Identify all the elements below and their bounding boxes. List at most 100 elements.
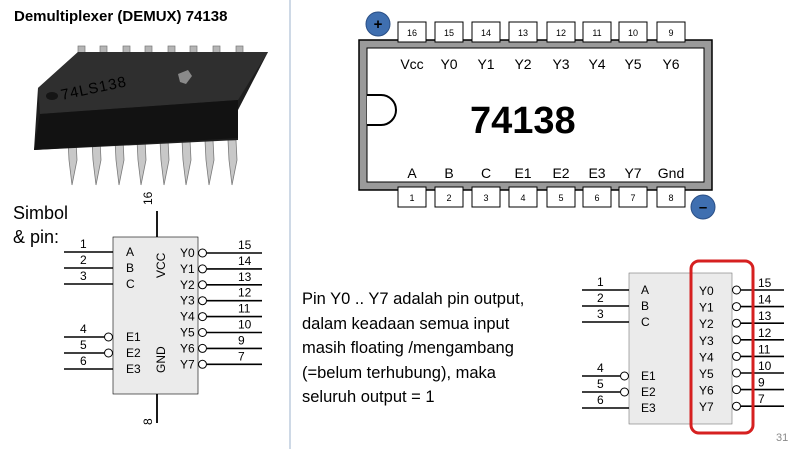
enable-label: E2: [641, 385, 656, 399]
inversion-bubble: [104, 348, 113, 358]
description-line-1: Pin Y0 .. Y7 adalah pin output,: [302, 290, 525, 308]
output-pin-number: 13: [238, 270, 252, 284]
chip-leg: [181, 139, 192, 186]
chip-leg: [114, 139, 125, 186]
enable-pin-number: 4: [597, 361, 604, 375]
output-label: Y5: [180, 326, 195, 340]
enable-label: E3: [126, 362, 141, 376]
pin-label-bottom: B: [444, 165, 453, 181]
chip-body-top: [38, 52, 268, 114]
pin-label-bottom: Gnd: [658, 165, 684, 181]
pin-box-top: [434, 21, 464, 43]
inversion-bubble: [732, 285, 741, 295]
pin-box-top: [471, 21, 501, 43]
symbol-right-box: [628, 272, 733, 425]
pin-label-bottom: A: [407, 165, 417, 181]
output-pin-number: 11: [238, 302, 251, 316]
simbol-pin-label: Simbol & pin:: [13, 201, 68, 249]
output-pin-number: 15: [758, 276, 772, 290]
gnd-pin-number: 8: [141, 418, 155, 425]
inversion-bubble: [732, 385, 741, 395]
input-label: C: [126, 277, 135, 291]
chip-leg: [227, 139, 238, 186]
output-label: Y4: [180, 310, 195, 324]
input-label: B: [126, 261, 134, 275]
pin-number-top: 10: [628, 28, 638, 38]
pin-box-top: [618, 21, 648, 43]
pin-number-top: 16: [407, 28, 417, 38]
inversion-bubble: [732, 318, 741, 328]
output-pin-number: 10: [238, 318, 252, 332]
description-line-2: dalam keadaan semua input: [302, 314, 510, 333]
inversion-bubble: [732, 335, 741, 345]
inversion-bubble: [198, 248, 207, 258]
enable-pin-number: 5: [80, 338, 87, 352]
output-label: Y3: [180, 294, 195, 308]
output-label: Y7: [180, 357, 195, 371]
pin-label-top: Y2: [514, 56, 531, 72]
inversion-bubble: [104, 332, 113, 342]
input-pin-number: 1: [597, 275, 604, 289]
enable-label: E1: [126, 330, 141, 344]
output-pin-number: 14: [238, 254, 252, 268]
pin-box-top: [397, 21, 427, 43]
minus-sign: –: [699, 199, 707, 216]
inversion-bubble: [732, 368, 741, 378]
pin-label-top: Y4: [588, 56, 605, 72]
enable-pin-number: 5: [597, 377, 604, 391]
pin-number-bottom: 3: [483, 193, 488, 203]
pin-number-top: 9: [668, 28, 673, 38]
pin-box-bottom: [471, 186, 501, 208]
output-label: Y6: [180, 341, 195, 355]
inversion-bubble: [732, 401, 741, 411]
chip-leg: [204, 139, 215, 186]
output-label: Y3: [699, 334, 714, 348]
simbol-label-line-1: Simbol: [13, 203, 69, 223]
simbol-label-line-2: & pin:: [13, 227, 60, 247]
output-label: Y0: [180, 246, 195, 260]
ti-logo: [178, 70, 192, 84]
pin-box-top: [656, 21, 686, 43]
output-label: Y0: [699, 284, 714, 298]
description-line-5: seluruh output = 1: [302, 388, 435, 406]
pin-number-top: 13: [518, 28, 528, 38]
vcc-pin-number: 16: [141, 191, 155, 205]
pin-number-bottom: 8: [668, 193, 673, 203]
vcc-label: VCC: [154, 252, 168, 278]
description-line-4: (=belum terhubung), maka: [302, 363, 496, 382]
vcc-plus-icon: [365, 11, 391, 37]
gnd-label: GND: [154, 346, 168, 373]
pin-label-top: Y6: [662, 56, 679, 72]
input-label: B: [641, 299, 649, 313]
pin-box-bottom: [397, 186, 427, 208]
pin-number-top: 11: [592, 28, 601, 38]
input-pin-number: 2: [597, 291, 604, 305]
pin-box-bottom: [656, 186, 686, 208]
inversion-bubble: [198, 264, 207, 274]
output-description: Pin Y0 .. Y7 adalah pin output, dalam ke…: [302, 287, 562, 410]
chip-name: 74138: [470, 100, 576, 142]
description-line-3: masih floating /mengambang: [302, 339, 514, 357]
pin-label-bottom: E2: [552, 165, 569, 181]
output-pin-number: 12: [758, 326, 772, 340]
input-pin-number: 2: [80, 253, 87, 267]
output-pin-number: 10: [758, 359, 772, 373]
inversion-bubble: [198, 296, 207, 306]
pin-label-bottom: Y7: [624, 165, 641, 181]
input-pin-number: 3: [597, 307, 604, 321]
output-pin-number: 7: [238, 349, 245, 363]
pin-label-top: Y0: [440, 56, 457, 72]
input-pin-number: 1: [80, 237, 87, 251]
output-pin-number: 7: [758, 392, 765, 406]
output-label: Y1: [180, 262, 195, 276]
output-label: Y4: [699, 350, 714, 364]
pin-label-top: Y1: [477, 56, 494, 72]
outputs-highlight: [689, 259, 755, 435]
pin-number-bottom: 1: [409, 193, 414, 203]
package-notch: [367, 94, 397, 126]
gnd-minus-icon: [690, 194, 716, 220]
inversion-bubble: [732, 302, 741, 312]
pin-number-bottom: 4: [520, 193, 525, 203]
chip-notch: [46, 92, 58, 100]
chip-leg: [136, 139, 147, 186]
